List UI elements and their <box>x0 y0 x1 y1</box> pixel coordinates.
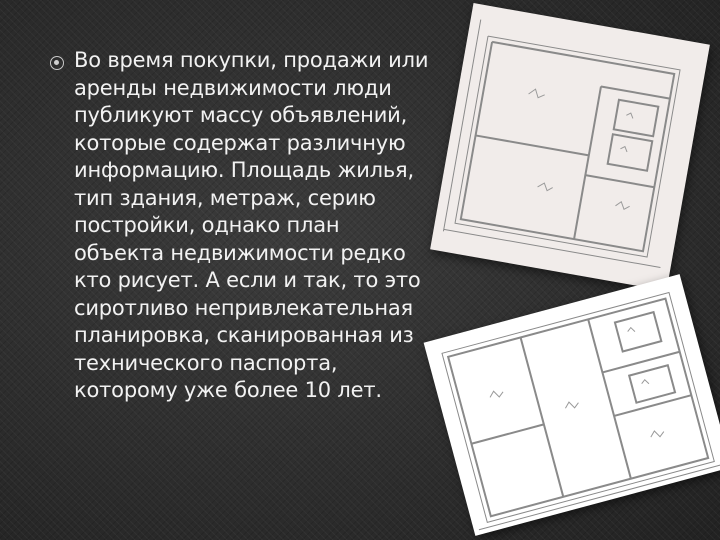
ring-bullet-icon <box>50 56 64 70</box>
floor-plan-image-2 <box>423 274 720 536</box>
slide-body-text: Во время покупки, продажи или аренды нед… <box>74 48 429 402</box>
floor-plan-image-1 <box>430 3 710 291</box>
